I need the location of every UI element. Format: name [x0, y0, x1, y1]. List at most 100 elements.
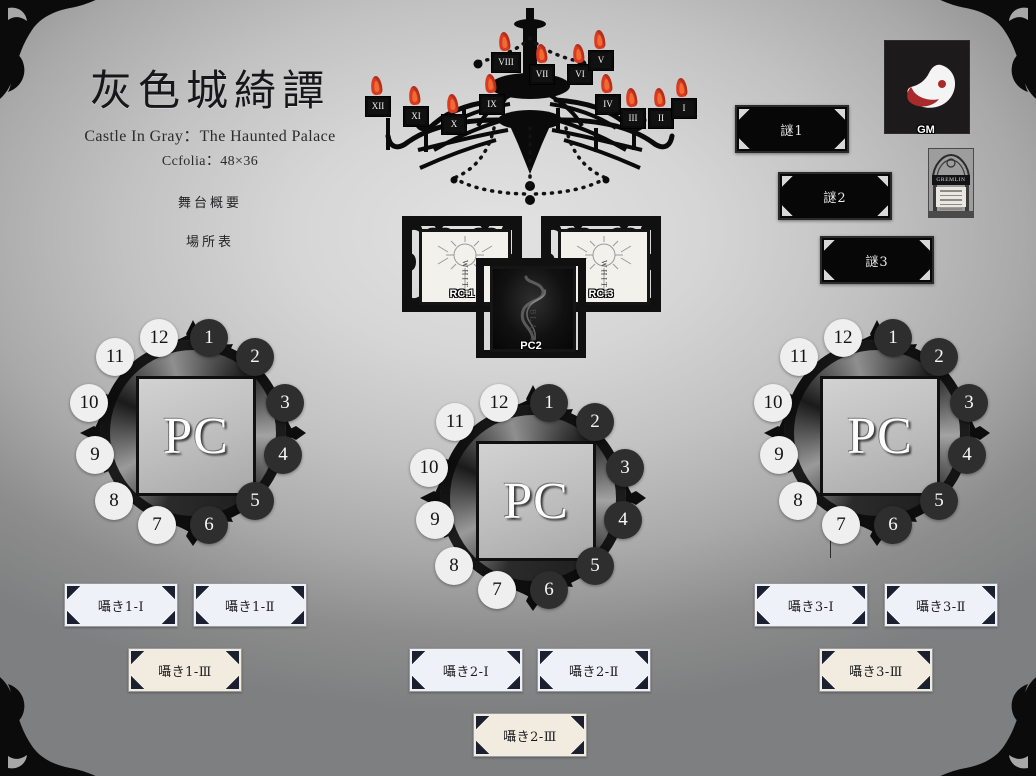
corner-flourish-icon	[412, 673, 428, 689]
corner-flourish-icon	[67, 608, 83, 624]
gm-label: GM	[917, 124, 935, 136]
pc-plate: PC	[136, 376, 256, 496]
smoke-icon	[520, 275, 547, 343]
clock-marker-10[interactable]: 10	[410, 449, 448, 487]
corner-flourish-icon	[196, 608, 212, 624]
candle-numeral-VII: VII	[530, 65, 554, 84]
bird-logo-icon	[907, 64, 956, 108]
whisper-button-1-2[interactable]: 囁き1-Ⅱ	[193, 583, 307, 627]
corner-flourish-icon	[159, 586, 175, 602]
clock-marker-12[interactable]: 12	[824, 319, 862, 357]
gremlin-card[interactable]: GREMLIN	[928, 148, 974, 218]
clock-marker-11[interactable]: 11	[96, 338, 134, 376]
clock-marker-2[interactable]: 2	[920, 338, 958, 376]
clock-marker-1[interactable]: 1	[190, 319, 228, 357]
clock-marker-5[interactable]: 5	[236, 482, 274, 520]
whisper-button-3-2[interactable]: 囁き3-Ⅱ	[884, 583, 998, 627]
clock-marker-2[interactable]: 2	[236, 338, 274, 376]
corner-ornament-icon	[0, 674, 104, 776]
whisper-button-1-1[interactable]: 囁き1-Ⅰ	[64, 583, 178, 627]
clock-marker-5[interactable]: 5	[920, 482, 958, 520]
frame-canvas-black: BLACK	[490, 266, 576, 352]
frame-canvas-white: WHITE	[419, 229, 511, 305]
clock-marker-8[interactable]: 8	[435, 547, 473, 585]
candle-numeral-IV: IV	[596, 95, 620, 114]
corner-flourish-icon	[874, 176, 888, 190]
subtitle-system: Ccfolia：48×36	[161, 154, 259, 170]
clock-marker-12[interactable]: 12	[140, 319, 178, 357]
clock-marker-7[interactable]: 7	[822, 506, 860, 544]
clock-marker-4[interactable]: 4	[948, 436, 986, 474]
clock-marker-3[interactable]: 3	[266, 384, 304, 422]
clock-marker-10[interactable]: 10	[70, 384, 108, 422]
gremlin-card-text	[936, 187, 966, 210]
clock-marker-7[interactable]: 7	[478, 571, 516, 609]
whisper-button-3-3[interactable]: 囁き3-Ⅲ	[819, 648, 933, 692]
whisper-button-2-3[interactable]: 囁き2-Ⅲ	[473, 713, 587, 757]
corner-flourish-icon	[822, 651, 838, 667]
corner-flourish-icon	[782, 202, 796, 216]
whisper-label: 囁き2-Ⅲ	[503, 729, 557, 745]
chandelier-decoration: XII XI X IX VIII VII VI V IV III II I	[358, 8, 703, 223]
whisper-button-1-3[interactable]: 囁き1-Ⅲ	[128, 648, 242, 692]
whisper-button-2-2[interactable]: 囁き2-Ⅱ	[537, 648, 651, 692]
whisper-button-2-1[interactable]: 囁き2-Ⅰ	[409, 648, 523, 692]
link-location-table[interactable]: 場所表	[185, 235, 234, 251]
corner-flourish-icon	[887, 586, 903, 602]
clock-marker-11[interactable]: 11	[780, 338, 818, 376]
pc-medallion-1[interactable]: PC 1 2 3 4 5 6 7 8 9 10 11 12	[70, 318, 308, 548]
clock-marker-10[interactable]: 10	[754, 384, 792, 422]
link-stage-overview[interactable]: 舞台概要	[177, 196, 242, 212]
clock-marker-9[interactable]: 9	[76, 436, 114, 474]
whisper-label: 囁き1-Ⅱ	[225, 599, 275, 615]
whisper-label: 囁き3-Ⅲ	[849, 664, 903, 680]
corner-flourish-icon	[979, 608, 995, 624]
clock-marker-3[interactable]: 3	[606, 449, 644, 487]
pc-medallion-2[interactable]: PC 1 2 3 4 5 6 7 8 9 10 11 12	[410, 383, 648, 613]
picture-frame-pc2[interactable]: BLACK PC2	[476, 258, 586, 358]
candle-numeral-X: X	[442, 115, 466, 134]
clock-marker-8[interactable]: 8	[95, 482, 133, 520]
pc-medallion-3[interactable]: PC 1 2 3 4 5 6 7 8 9 10 11 12	[754, 318, 992, 558]
corner-flourish-icon	[131, 673, 147, 689]
gm-avatar[interactable]	[884, 40, 970, 134]
candle-numeral-VIII: VIII	[492, 53, 520, 72]
clock-marker-12[interactable]: 12	[480, 384, 518, 422]
corner-flourish-icon	[632, 651, 648, 667]
clock-marker-6[interactable]: 6	[874, 506, 912, 544]
clock-marker-11[interactable]: 11	[436, 403, 474, 441]
clock-marker-1[interactable]: 1	[530, 384, 568, 422]
frame-tag-rc1: RC.1	[449, 288, 475, 300]
nazo-button-2[interactable]: 謎2	[778, 172, 892, 220]
nazo-button-3[interactable]: 謎3	[820, 236, 934, 284]
frame-tag-pc2: PC2	[520, 340, 542, 352]
corner-flourish-icon	[131, 651, 147, 667]
nazo-button-1[interactable]: 謎1	[735, 105, 849, 153]
corner-flourish-icon	[831, 135, 845, 149]
clock-marker-4[interactable]: 4	[604, 501, 642, 539]
corner-flourish-icon	[916, 240, 930, 254]
corner-flourish-icon	[887, 608, 903, 624]
clock-marker-9[interactable]: 9	[760, 436, 798, 474]
clock-marker-6[interactable]: 6	[530, 571, 568, 609]
pc-label: PC	[847, 407, 913, 465]
corner-flourish-icon	[824, 240, 838, 254]
corner-flourish-icon	[739, 109, 753, 123]
clock-marker-1[interactable]: 1	[874, 319, 912, 357]
clock-marker-7[interactable]: 7	[138, 506, 176, 544]
clock-marker-4[interactable]: 4	[264, 436, 302, 474]
clock-marker-8[interactable]: 8	[779, 482, 817, 520]
clock-marker-3[interactable]: 3	[950, 384, 988, 422]
candle-numeral-III: III	[621, 109, 645, 128]
clock-marker-2[interactable]: 2	[576, 403, 614, 441]
corner-flourish-icon	[914, 651, 930, 667]
clock-marker-9[interactable]: 9	[416, 501, 454, 539]
gremlin-card-title: GREMLIN	[932, 175, 970, 185]
clock-marker-6[interactable]: 6	[190, 506, 228, 544]
nazo-button-label: 謎1	[780, 123, 804, 139]
corner-flourish-icon	[632, 673, 648, 689]
whisper-button-3-1[interactable]: 囁き3-Ⅰ	[754, 583, 868, 627]
candle-numeral-I: I	[672, 99, 696, 118]
clock-marker-5[interactable]: 5	[576, 547, 614, 585]
